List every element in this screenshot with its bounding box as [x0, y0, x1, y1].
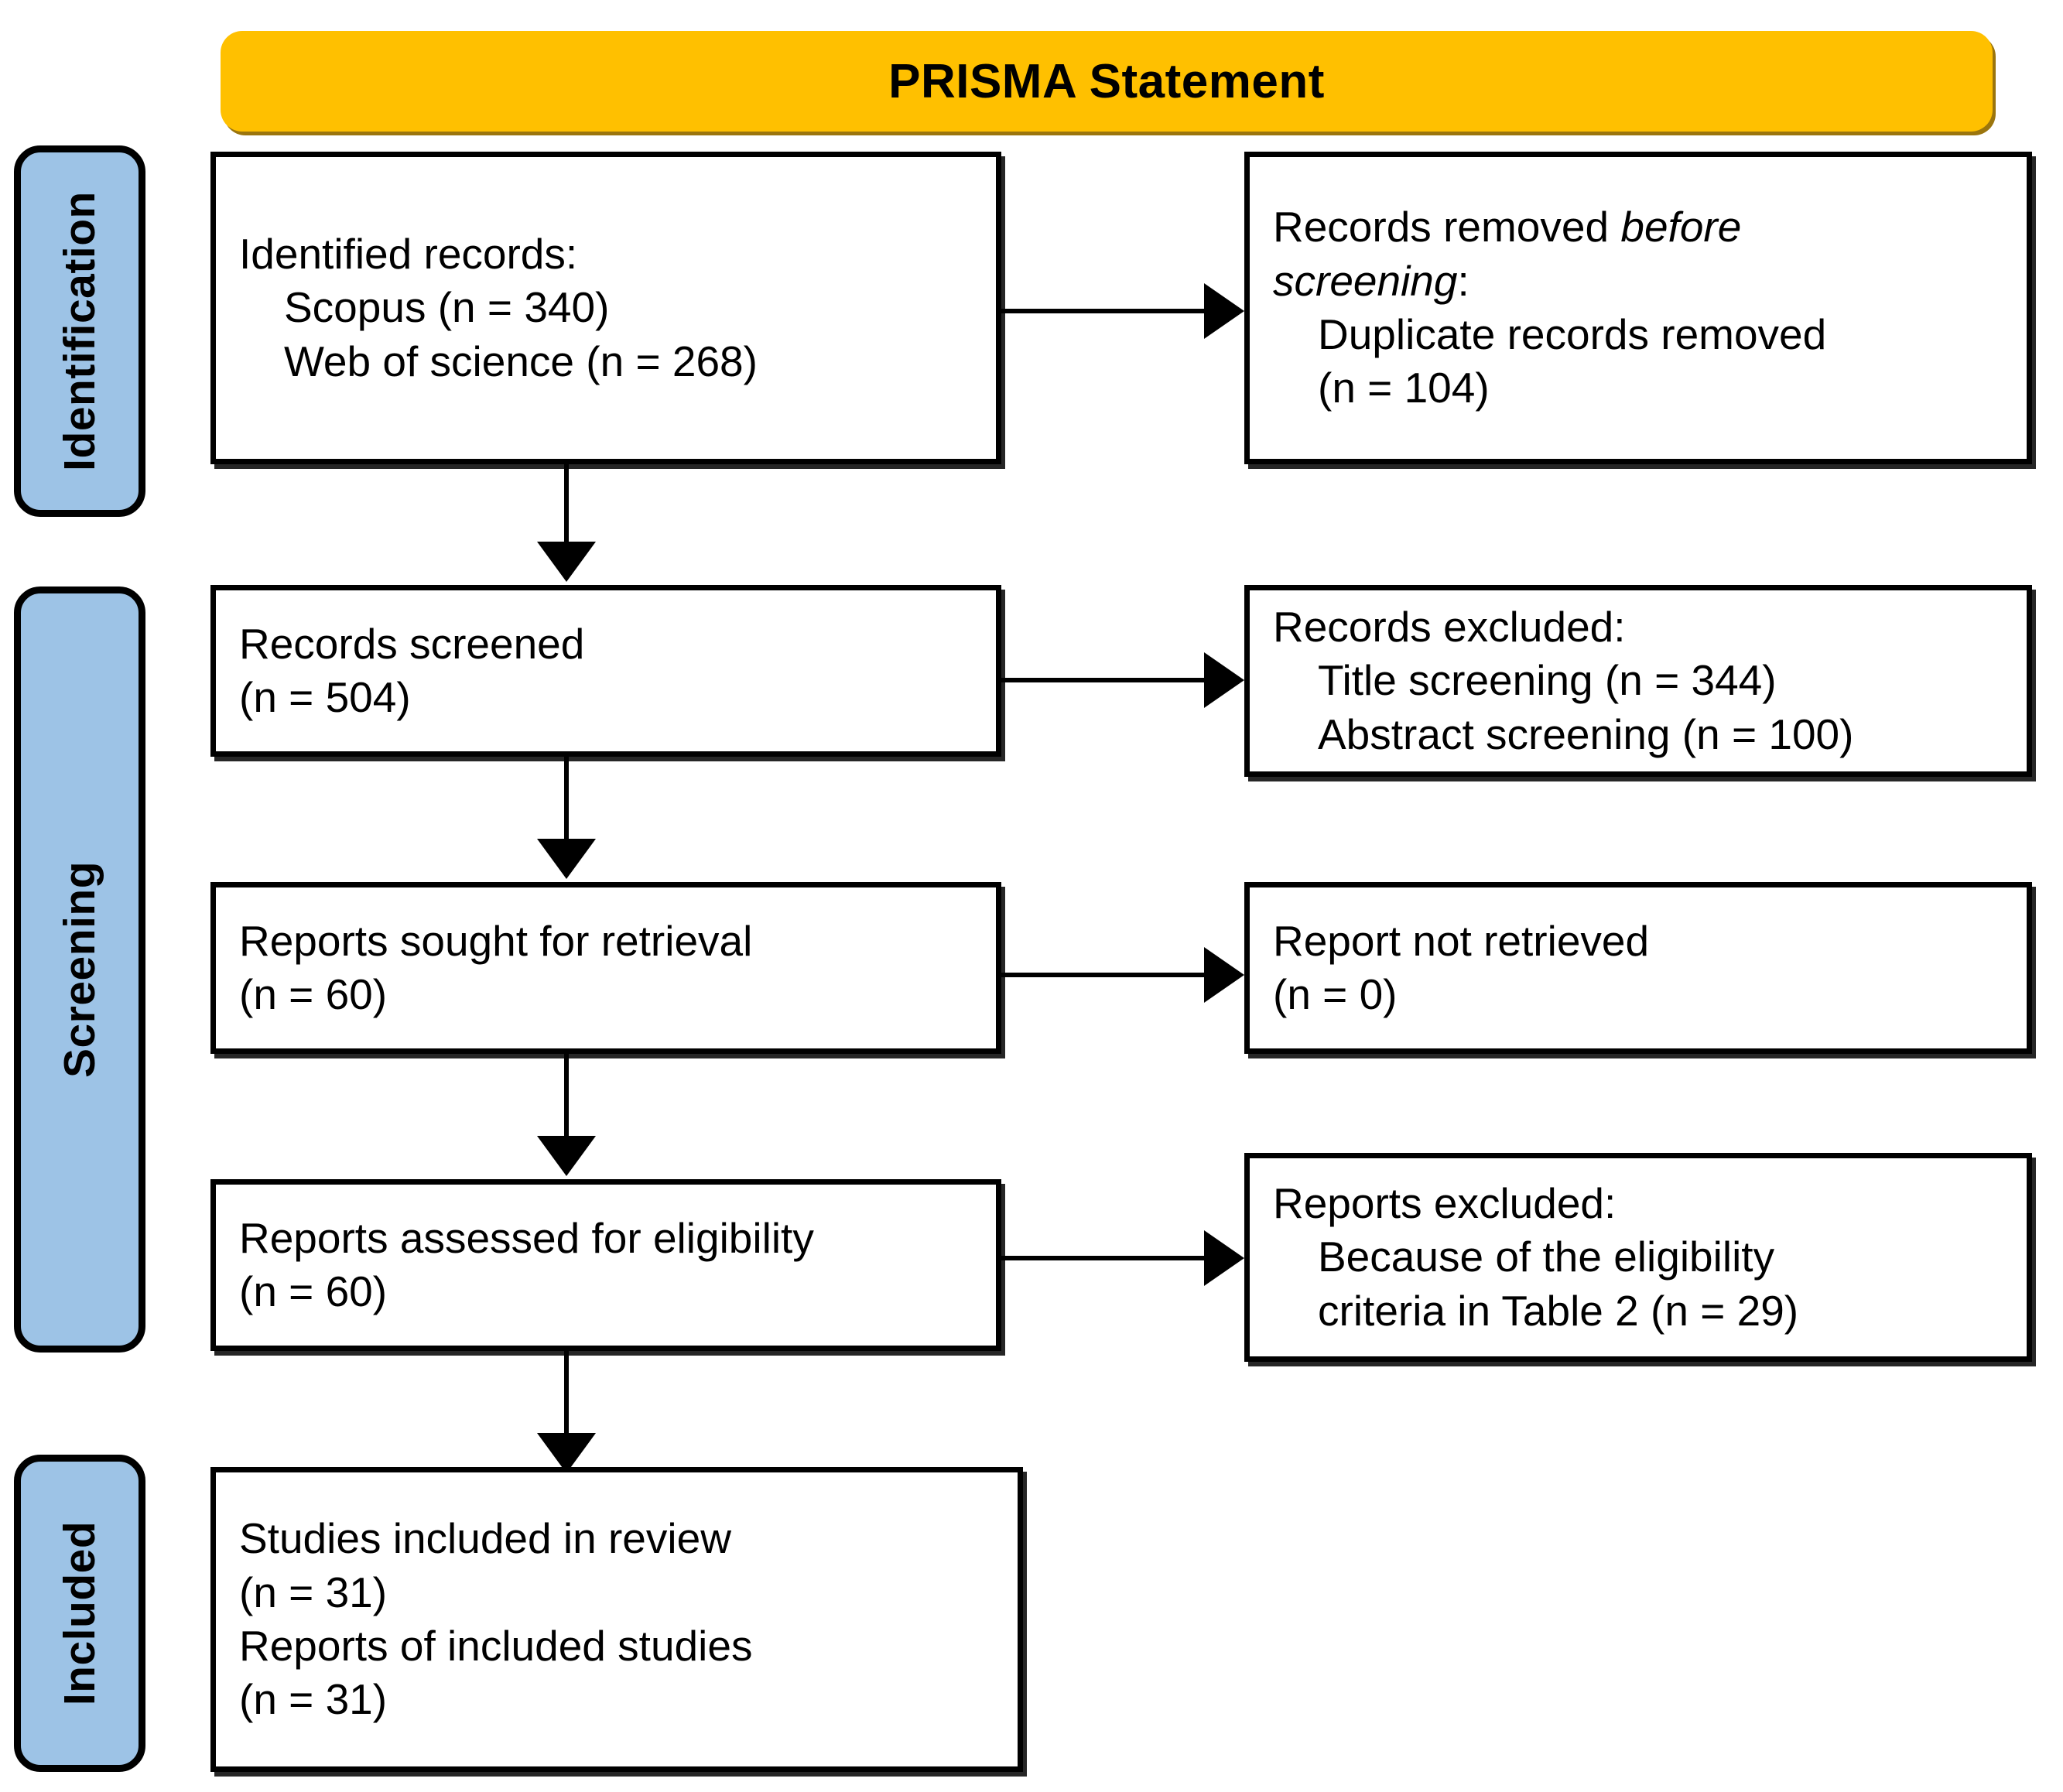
studies-included-line-3: Reports of included studies [239, 1622, 753, 1670]
box-reports-excluded: Reports excluded: Because of the eligibi… [1244, 1153, 2032, 1362]
box-records-excluded: Records excluded: Title screening (n = 3… [1244, 585, 2032, 777]
records-removed-line-2-emphasis: screening [1273, 256, 1458, 305]
arrow-assessed-to-included-line [564, 1351, 569, 1436]
reports-assessed-line-1: Reports assessed for eligibility [239, 1213, 814, 1262]
prisma-banner: PRISMA Statement [221, 31, 1993, 132]
reports-sought-line-2: (n = 60) [239, 970, 388, 1018]
records-removed-line-1: Records removed before [1273, 200, 2003, 254]
box-report-not-retrieved: Report not retrieved (n = 0) [1244, 882, 2032, 1054]
arrow-screened-to-excluded-line [1001, 678, 1207, 682]
box-studies-included-in-review: Studies included in review (n = 31) Repo… [210, 1467, 1023, 1772]
report-not-retrieved-line-2: (n = 0) [1273, 970, 1398, 1018]
arrow-sought-to-not-retrieved-line [1001, 973, 1207, 977]
arrow-screened-to-sought-head [537, 839, 596, 879]
box-records-screened: Records screened (n = 504) [210, 585, 1001, 757]
arrow-assessed-to-excluded-line [1001, 1256, 1207, 1260]
arrow-identified-to-removed-head [1204, 283, 1244, 339]
box-identified-records: Identified records: Scopus (n = 340) Web… [210, 152, 1001, 464]
records-removed-line-3: Duplicate records removed [1318, 310, 1827, 358]
records-removed-line-1-pre: Records removed [1273, 203, 1621, 251]
stage-label-screening: Screening [14, 587, 145, 1353]
arrow-assessed-to-included-head [537, 1433, 596, 1473]
records-excluded-line-1: Records excluded: [1273, 603, 1626, 651]
box-records-removed-before-screening: Records removed before screening: Duplic… [1244, 152, 2032, 464]
studies-included-line-1: Studies included in review [239, 1514, 731, 1563]
records-screened-line-2: (n = 504) [239, 673, 411, 721]
identified-records-line-1: Identified records: [239, 230, 578, 279]
arrow-identified-to-screened-line [564, 464, 569, 545]
records-excluded-line-2: Title screening (n = 344) [1318, 656, 1777, 705]
reports-assessed-line-2: (n = 60) [239, 1267, 388, 1315]
arrow-assessed-to-excluded-head [1204, 1230, 1244, 1286]
stage-label-included: Included [14, 1455, 145, 1772]
reports-excluded-line-3: criteria in Table 2 (n = 29) [1318, 1286, 1799, 1335]
records-excluded-line-3: Abstract screening (n = 100) [1318, 710, 1854, 758]
reports-excluded-line-2: Because of the eligibility [1318, 1233, 1775, 1281]
arrow-sought-to-assessed-line [564, 1054, 569, 1139]
report-not-retrieved-line-1: Report not retrieved [1273, 916, 1650, 965]
studies-included-line-2: (n = 31) [239, 1568, 388, 1616]
reports-excluded-line-1: Reports excluded: [1273, 1179, 1617, 1228]
arrow-identified-to-screened-head [537, 542, 596, 582]
records-removed-line-2-post: : [1457, 256, 1469, 305]
stage-label-included-text: Included [55, 1520, 105, 1706]
arrow-identified-to-removed-line [1001, 309, 1207, 313]
box-reports-sought-for-retrieval: Reports sought for retrieval (n = 60) [210, 882, 1001, 1054]
arrow-screened-to-excluded-head [1204, 652, 1244, 708]
records-removed-line-2: screening: [1273, 255, 2003, 308]
arrow-screened-to-sought-line [564, 757, 569, 842]
studies-included-line-4: (n = 31) [239, 1675, 388, 1724]
arrow-sought-to-not-retrieved-head [1204, 947, 1244, 1003]
stage-label-screening-text: Screening [55, 860, 104, 1079]
reports-sought-line-1: Reports sought for retrieval [239, 916, 753, 965]
stage-label-identification-text: Identification [55, 191, 105, 471]
records-removed-line-4: (n = 104) [1318, 364, 1490, 412]
stage-label-identification: Identification [14, 145, 145, 517]
box-reports-assessed-for-eligibility: Reports assessed for eligibility (n = 60… [210, 1179, 1001, 1351]
identified-records-line-3: Web of science (n = 268) [284, 337, 758, 385]
banner-title: PRISMA Statement [888, 54, 1325, 108]
records-screened-line-1: Records screened [239, 619, 585, 668]
records-removed-line-1-emphasis: before [1620, 203, 1742, 251]
identified-records-line-2: Scopus (n = 340) [284, 283, 610, 332]
arrow-sought-to-assessed-head [537, 1136, 596, 1176]
